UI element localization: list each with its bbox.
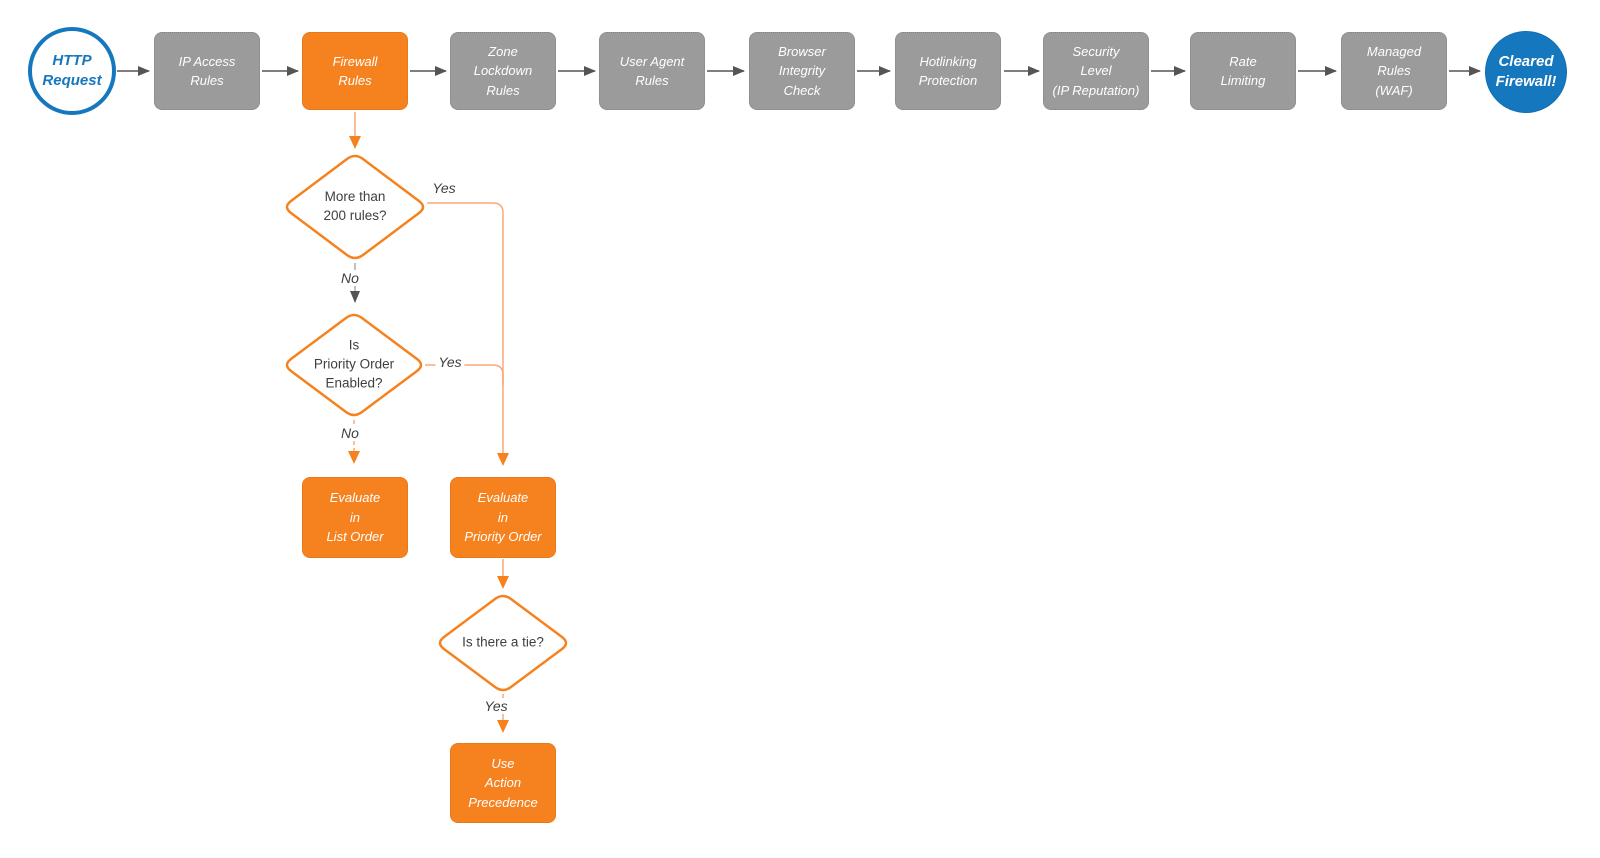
- node-label: Browser Integrity Check: [778, 43, 826, 98]
- pipeline-node-firewall-rules: Firewall Rules: [302, 32, 408, 110]
- pipeline-node-ip-access-rules: IP Access Rules: [154, 32, 260, 110]
- node-label: Evaluate in List Order: [326, 490, 384, 545]
- pipeline-node-hotlinking-protection: Hotlinking Protection: [895, 32, 1001, 110]
- edge-label-tie-yes: Yes: [481, 698, 511, 714]
- node-label: Zone Lockdown Rules: [473, 43, 533, 98]
- node-label: Hotlinking Protection: [918, 53, 978, 89]
- node-label: Evaluate in Priority Order: [464, 490, 542, 545]
- node-label: Rate Limiting: [1220, 53, 1266, 89]
- node-label: Use Action Precedence: [468, 755, 538, 810]
- action-node-use-action-precedence: Use Action Precedence: [450, 743, 556, 823]
- decision-more-than-200-rules-label: More than 200 rules?: [323, 189, 387, 223]
- decision-is-there-a-tie-label: Is there a tie?: [462, 634, 544, 650]
- edge-label-priority-enabled-no: No: [338, 425, 362, 441]
- pipeline-node-managed-rules-waf: Managed Rules (WAF): [1341, 32, 1447, 110]
- decision-is-there-a-tie-shape: [438, 594, 568, 692]
- edge-label-more-rules-yes: Yes: [432, 180, 456, 196]
- node-label: IP Access Rules: [178, 53, 236, 89]
- node-label: Managed Rules (WAF): [1366, 43, 1422, 98]
- node-label: User Agent Rules: [619, 53, 685, 89]
- pipeline-node-user-agent-rules: User Agent Rules: [599, 32, 705, 110]
- action-node-evaluate-in-priority-order: Evaluate in Priority Order: [450, 477, 556, 558]
- pipeline-node-zone-lockdown-rules: Zone Lockdown Rules: [450, 32, 556, 110]
- decision-more-than-200-rules-shape: [285, 154, 425, 260]
- node-label: Security Level (IP Reputation): [1052, 43, 1140, 98]
- edge-label-priority-enabled-yes: Yes: [435, 354, 465, 370]
- branch-wires: [348, 112, 509, 733]
- node-label: Firewall Rules: [332, 53, 378, 89]
- action-node-evaluate-in-list-order: Evaluate in List Order: [302, 477, 408, 558]
- end-node-cleared-firewall: Cleared Firewall!: [1485, 31, 1567, 113]
- decision-priority-order-enabled-shape: [285, 313, 423, 417]
- edge-label-more-rules-no: No: [338, 270, 362, 286]
- pipeline-node-browser-integrity-check: Browser Integrity Check: [749, 32, 855, 110]
- pipeline-node-rate-limiting: Rate Limiting: [1190, 32, 1296, 110]
- start-node-label: HTTP Request: [42, 51, 102, 89]
- decision-diamonds: [285, 154, 568, 692]
- end-node-label: Cleared Firewall!: [1495, 52, 1557, 90]
- start-node-http-request: HTTP Request: [28, 27, 116, 115]
- decision-priority-order-enabled-label: Is Priority Order Enabled?: [313, 337, 395, 391]
- wire-decision1-yes: [427, 202, 509, 466]
- pipeline-node-security-level: Security Level (IP Reputation): [1043, 32, 1149, 110]
- wire-decision2-yes: [425, 364, 504, 385]
